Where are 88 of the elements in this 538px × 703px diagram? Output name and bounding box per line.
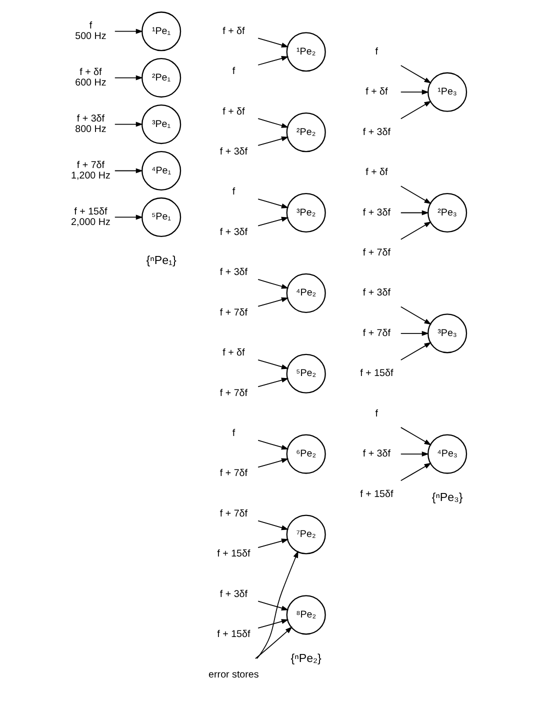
arrow (400, 330, 430, 336)
node-circle: ³Pe₂ (286, 192, 326, 233)
node-text: f + 3δf (220, 226, 248, 238)
node-text: f + 3δf (220, 146, 248, 158)
label: {ⁿPe₃} (432, 490, 463, 504)
node-circle: ²Pe₃ (428, 192, 468, 233)
arrow (400, 65, 432, 84)
node-text: f (375, 408, 378, 420)
node-text: f + 15δf 2,000 Hz (71, 206, 110, 228)
arrow (400, 221, 432, 240)
arrow (114, 214, 144, 220)
arrow (258, 136, 289, 146)
node-text: f + 3δf (220, 588, 248, 600)
arrow (258, 216, 289, 226)
arrow (400, 210, 430, 216)
node-text: f + 7δf (220, 468, 248, 480)
arrow (400, 452, 430, 457)
arrow (258, 118, 289, 128)
node-circle: ²Pe₂ (286, 112, 326, 152)
node-circle: ²Pe₁ (142, 58, 182, 98)
arrow (258, 56, 289, 66)
node-circle: ¹Pe₃ (428, 72, 468, 112)
arrow (256, 550, 298, 659)
node-circle: ¹Pe₂ (286, 32, 326, 72)
node-text: f + 7δf (220, 307, 248, 318)
node-circle: ⁵Pe₁ (142, 197, 182, 238)
node-text: f + δf (366, 86, 388, 98)
arrow (258, 198, 289, 208)
arrow (114, 122, 144, 127)
node-text: f + 3δf 800 Hz (75, 113, 106, 136)
arrow (258, 520, 289, 530)
node-text: f + 7δf (362, 328, 390, 339)
arrow (258, 279, 289, 289)
node-text: error stores (208, 669, 259, 680)
arrow (400, 306, 432, 325)
node-text: f + 3δf (362, 448, 390, 460)
node-text: f (232, 428, 236, 439)
node-text: f + 3δf (362, 288, 390, 299)
arrow (258, 297, 289, 307)
node-text: f + 7δf (362, 247, 390, 258)
node-text: f + 15δf (217, 629, 250, 640)
node-text: f + 7δf 1,200 Hz (71, 160, 110, 182)
arrow (400, 100, 432, 120)
arrow (258, 619, 289, 628)
arrow (114, 168, 144, 174)
node-circle: ⁷Pe₂ (286, 514, 326, 554)
arrow (258, 600, 289, 611)
node-text: f + 15δf (217, 548, 250, 560)
node-text: f + 3δf (220, 267, 248, 278)
arrow (254, 626, 292, 660)
node-text: f + 7δf (220, 508, 248, 520)
node-circle: ⁴Pe₁ (142, 150, 182, 191)
node-text: f + 7δf (220, 388, 248, 399)
arrow (258, 38, 289, 48)
node-circle: ⁶Pe₂ (286, 434, 326, 474)
node-text: f + δf (222, 26, 245, 37)
node-text: f (232, 186, 236, 198)
arrow (114, 28, 144, 34)
arrow (258, 359, 289, 370)
node-circle: ⁵Pe₂ (286, 354, 326, 394)
arrow (258, 538, 289, 548)
arrow (258, 378, 289, 388)
arrow (258, 440, 289, 450)
node-text: f (375, 46, 378, 58)
arrow (114, 75, 144, 80)
node-text: f + δf (222, 348, 245, 359)
arrow (400, 342, 432, 360)
arrow (400, 462, 432, 482)
node-circle: ³Pe₁ (142, 104, 182, 144)
node-text: f + δf 600 Hz (75, 66, 106, 89)
node-text: f + δf (222, 106, 245, 118)
node-text: f + 3δf (362, 126, 390, 138)
label: {ⁿPe₁} (146, 254, 176, 268)
arrow (258, 458, 289, 468)
node-circle: ¹Pe₁ (142, 12, 182, 52)
arrow (400, 427, 432, 446)
node-text: f + 3δf (362, 207, 390, 218)
node-text: f + 15δf (360, 488, 394, 500)
node-circle: ³Pe₃ (428, 314, 468, 354)
node-text: f + δf (366, 167, 388, 178)
node-circle: ⁴Pe₂ (286, 273, 326, 313)
node-text: f (232, 66, 236, 78)
node-text: f + 15δf (360, 368, 394, 380)
node-text: f 500 Hz (75, 20, 106, 42)
node-circle: ⁴Pe₃ (428, 434, 468, 474)
label: {ⁿPe₂} (290, 652, 322, 665)
arrow (400, 90, 430, 95)
arrow (400, 186, 432, 204)
